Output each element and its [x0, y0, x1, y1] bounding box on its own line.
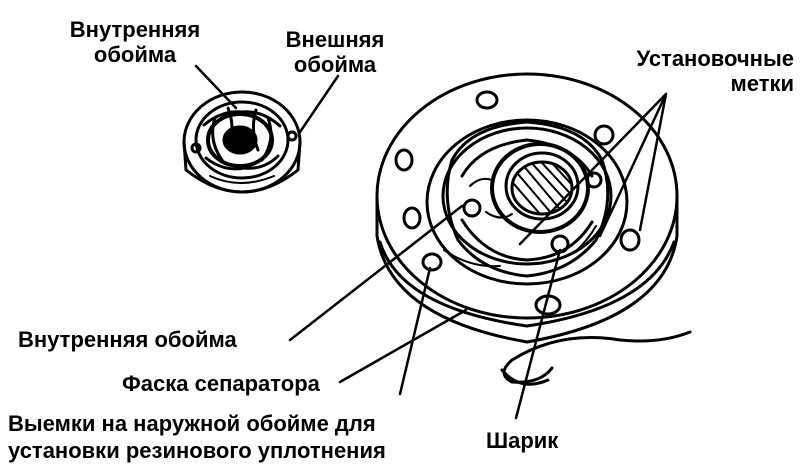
label-small-inner-race: Внутренняя обойма	[40, 17, 230, 67]
label-small-outer-race-line2: обойма	[293, 52, 377, 77]
label-outer-race-grooves: Выемки на наружной обойме для установки …	[8, 410, 386, 464]
label-cage-chamfer: Фаска сепаратора	[122, 371, 320, 396]
label-inner-race: Внутренняя обойма	[18, 327, 237, 352]
label-ball: Шарик	[486, 428, 559, 453]
small-joint-drawing	[182, 90, 302, 194]
label-outer-race-grooves-line1: Выемки на наружной обойме для	[8, 411, 376, 436]
label-outer-race-grooves-line2: установки резинового уплотнения	[8, 438, 386, 463]
label-alignment-marks: Установочные метки	[596, 46, 794, 96]
label-small-outer-race-line1: Внешняя	[285, 27, 385, 52]
label-small-outer-race: Внешняя обойма	[270, 27, 400, 77]
label-small-inner-race-line2: обойма	[93, 42, 177, 67]
label-small-inner-race-line1: Внутренняя	[69, 17, 201, 42]
label-alignment-marks-line1: Установочные	[636, 46, 794, 71]
leader-lines	[194, 64, 668, 420]
label-alignment-marks-line2: метки	[730, 71, 794, 96]
